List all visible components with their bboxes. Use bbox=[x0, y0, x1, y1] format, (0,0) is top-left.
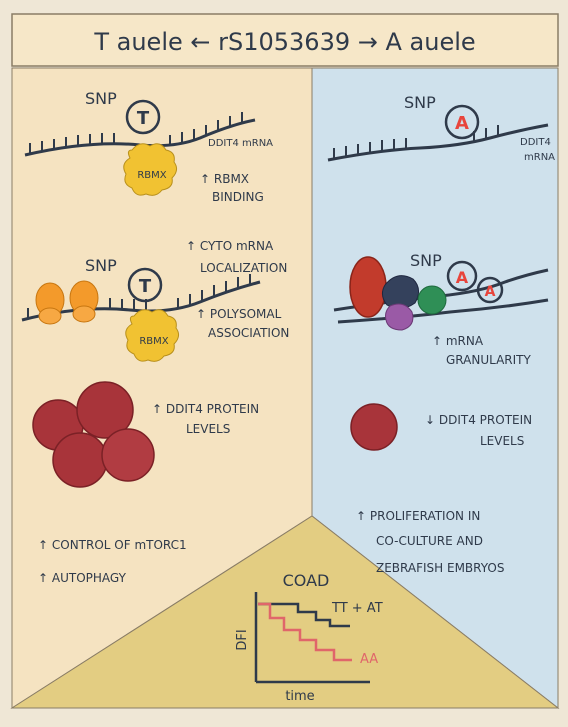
right-gene-label-1: DDIT4 bbox=[520, 137, 551, 148]
right-effect-gran-2: GRANULARITY bbox=[446, 353, 531, 367]
ribosome-2-small bbox=[73, 306, 95, 322]
left-effect-rbmx-1: ↑ RBMX bbox=[200, 172, 249, 186]
right-effect-protein-2: LEVELS bbox=[480, 434, 524, 448]
left-effect-protein-2: LEVELS bbox=[186, 422, 230, 436]
left-effect-rbmx-2: BINDING bbox=[212, 190, 264, 204]
right-effect-gran-1: ↑ mRNA bbox=[432, 334, 484, 348]
coad-y-label: DFI bbox=[235, 629, 250, 650]
left-snp-label-2: SNP bbox=[85, 256, 117, 275]
granule-protein-green bbox=[418, 286, 446, 314]
right-effect-prolif-2: CO-CULTURE AND bbox=[376, 534, 483, 548]
right-effect-protein-1: ↓ DDIT4 PROTEIN bbox=[425, 413, 532, 427]
right-allele-1: A bbox=[455, 113, 469, 134]
coad-label-aa: AA bbox=[360, 652, 378, 667]
coad-title: COAD bbox=[283, 571, 330, 590]
left-allele-1: T bbox=[137, 108, 150, 129]
granule-protein-red bbox=[350, 257, 386, 317]
ribosome-1-small bbox=[39, 308, 61, 324]
left-gene-label: DDIT4 mRNA bbox=[208, 138, 273, 149]
rbmx-label-2: RBMX bbox=[139, 336, 168, 347]
left-snp-label-1: SNP bbox=[85, 89, 117, 108]
left-effect-cyto-1: ↑ CYTO mRNA bbox=[186, 239, 274, 253]
left-effect-autophagy: ↑ AUTOPHAGY bbox=[38, 571, 127, 585]
left-effect-protein-1: ↑ DDIT4 PROTEIN bbox=[152, 402, 259, 416]
header-title: T auele ← rS1053639 → A auele bbox=[93, 28, 475, 56]
right-effect-prolif-1: ↑ PROLIFERATION IN bbox=[356, 509, 480, 523]
left-effect-mtorc1: ↑ CONTROL OF mTORC1 bbox=[38, 538, 187, 552]
right-allele-2a: A bbox=[456, 268, 469, 287]
coad-x-label: time bbox=[285, 689, 314, 704]
right-gene-label-2: mRNA bbox=[524, 152, 555, 163]
rbmx-label-1: RBMX bbox=[137, 170, 166, 181]
right-snp-label-1: SNP bbox=[404, 93, 436, 112]
left-allele-2: T bbox=[139, 276, 152, 297]
left-effect-poly-1: ↑ POLYSOMAL bbox=[196, 307, 282, 321]
left-effect-cyto-2: LOCALIZATION bbox=[200, 261, 287, 275]
ddit4-protein-single bbox=[351, 404, 397, 450]
granule-protein-purple bbox=[386, 304, 413, 330]
right-allele-2b: A bbox=[485, 284, 496, 300]
left-effect-poly-2: ASSOCIATION bbox=[208, 326, 289, 340]
right-effect-prolif-3: ZEBRAFISH EMBRYOS bbox=[376, 561, 504, 575]
right-snp-label-2: SNP bbox=[410, 251, 442, 270]
coad-label-tt-at: TT + AT bbox=[331, 601, 383, 616]
